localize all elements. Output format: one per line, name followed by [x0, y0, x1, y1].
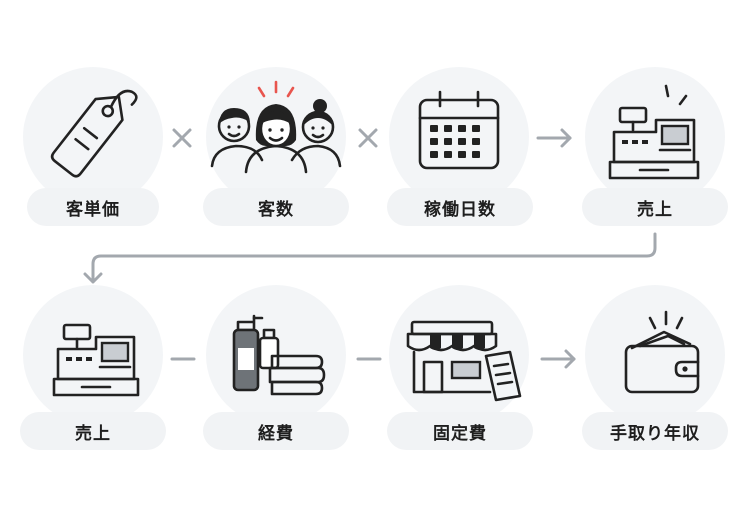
label-sales-1-text: 売上: [637, 199, 673, 220]
wallet-icon: [624, 310, 700, 394]
arrow-operator-1: [536, 128, 572, 148]
supplies-icon: [232, 314, 326, 396]
label-unit-price: 客単価: [27, 188, 159, 226]
storefront-icon: [406, 320, 522, 402]
cash-register-icon: [608, 84, 700, 180]
label-take-home-income: 手取り年収: [582, 412, 728, 450]
arrow-operator-2: [540, 349, 576, 369]
label-take-home-income-text: 手取り年収: [610, 423, 700, 444]
label-sales-1: 売上: [582, 188, 728, 226]
label-fixed-costs: 固定費: [387, 412, 533, 450]
multiply-operator-1: [172, 128, 192, 148]
label-working-days: 稼働日数: [387, 188, 533, 226]
calendar-icon: [418, 90, 500, 170]
label-expenses-text: 経費: [258, 423, 294, 444]
label-sales-2: 売上: [20, 412, 166, 450]
label-sales-2-text: 売上: [75, 423, 111, 444]
label-unit-price-text: 客単価: [66, 199, 120, 220]
label-expenses: 経費: [203, 412, 349, 450]
label-customer-count-text: 客数: [258, 199, 294, 220]
multiply-operator-2: [358, 128, 378, 148]
cash-register-icon-2: [52, 323, 140, 397]
customers-icon: [210, 80, 342, 174]
label-working-days-text: 稼働日数: [424, 199, 496, 220]
label-fixed-costs-text: 固定費: [433, 423, 487, 444]
row-connector-arrow: [83, 232, 657, 284]
label-customer-count: 客数: [203, 188, 349, 226]
price-tag-icon: [50, 89, 138, 178]
